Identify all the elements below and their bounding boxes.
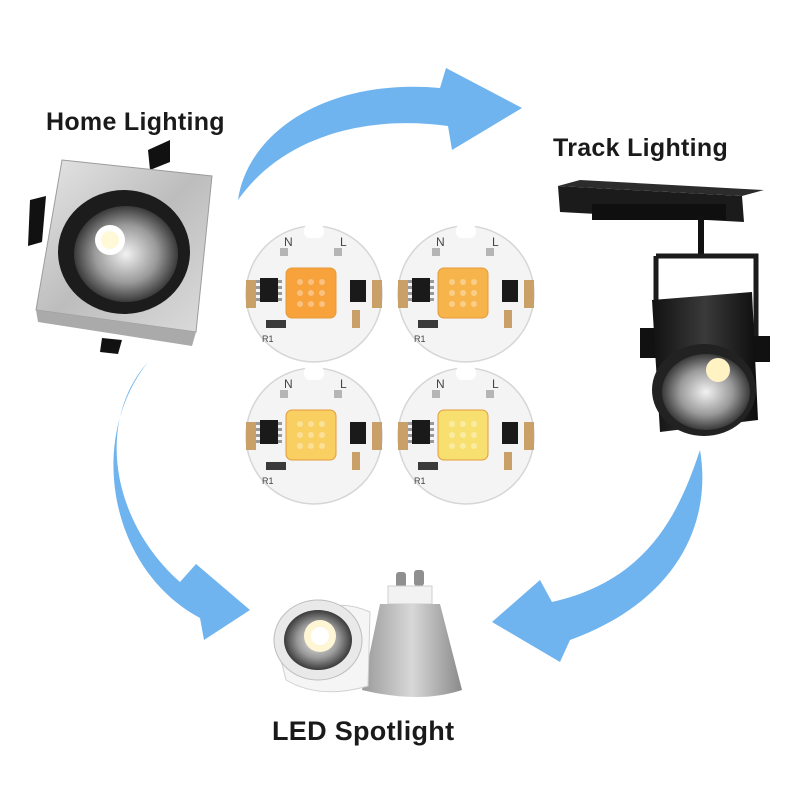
track-light-icon <box>558 180 770 436</box>
led-spotlight-label: LED Spotlight <box>272 716 455 746</box>
chip-marking-r1: R1 <box>414 334 426 344</box>
cycle-arrow-icon <box>492 450 703 662</box>
chip-marking-l: L <box>340 377 347 391</box>
chip-marking-l: L <box>340 235 347 249</box>
cob-chip-icon: N L R1 <box>245 366 383 505</box>
cob-chip-icon: N L R1 <box>397 224 535 363</box>
track-lighting-label: Track Lighting <box>553 134 729 162</box>
chip-marking-l: L <box>492 377 499 391</box>
chip-marking-r1: R1 <box>414 476 426 486</box>
cob-chip-icon: N L R1 <box>245 224 383 363</box>
cycle-arrows <box>113 68 703 662</box>
chip-marking-n: N <box>284 235 293 249</box>
chip-marking-n: N <box>284 377 293 391</box>
chip-marking-l: L <box>492 235 499 249</box>
chip-marking-n: N <box>436 377 445 391</box>
spotlight-icon <box>273 570 462 697</box>
chip-marking-r1: R1 <box>262 476 274 486</box>
chip-marking-r1: R1 <box>262 334 274 344</box>
downlight-icon <box>28 140 213 354</box>
cycle-arrow-icon <box>113 362 250 640</box>
home-lighting-label: Home Lighting <box>46 108 225 136</box>
cob-chip-icon: N L R1 <box>397 366 535 505</box>
chip-marking-n: N <box>436 235 445 249</box>
cycle-arrow-icon <box>238 68 522 200</box>
